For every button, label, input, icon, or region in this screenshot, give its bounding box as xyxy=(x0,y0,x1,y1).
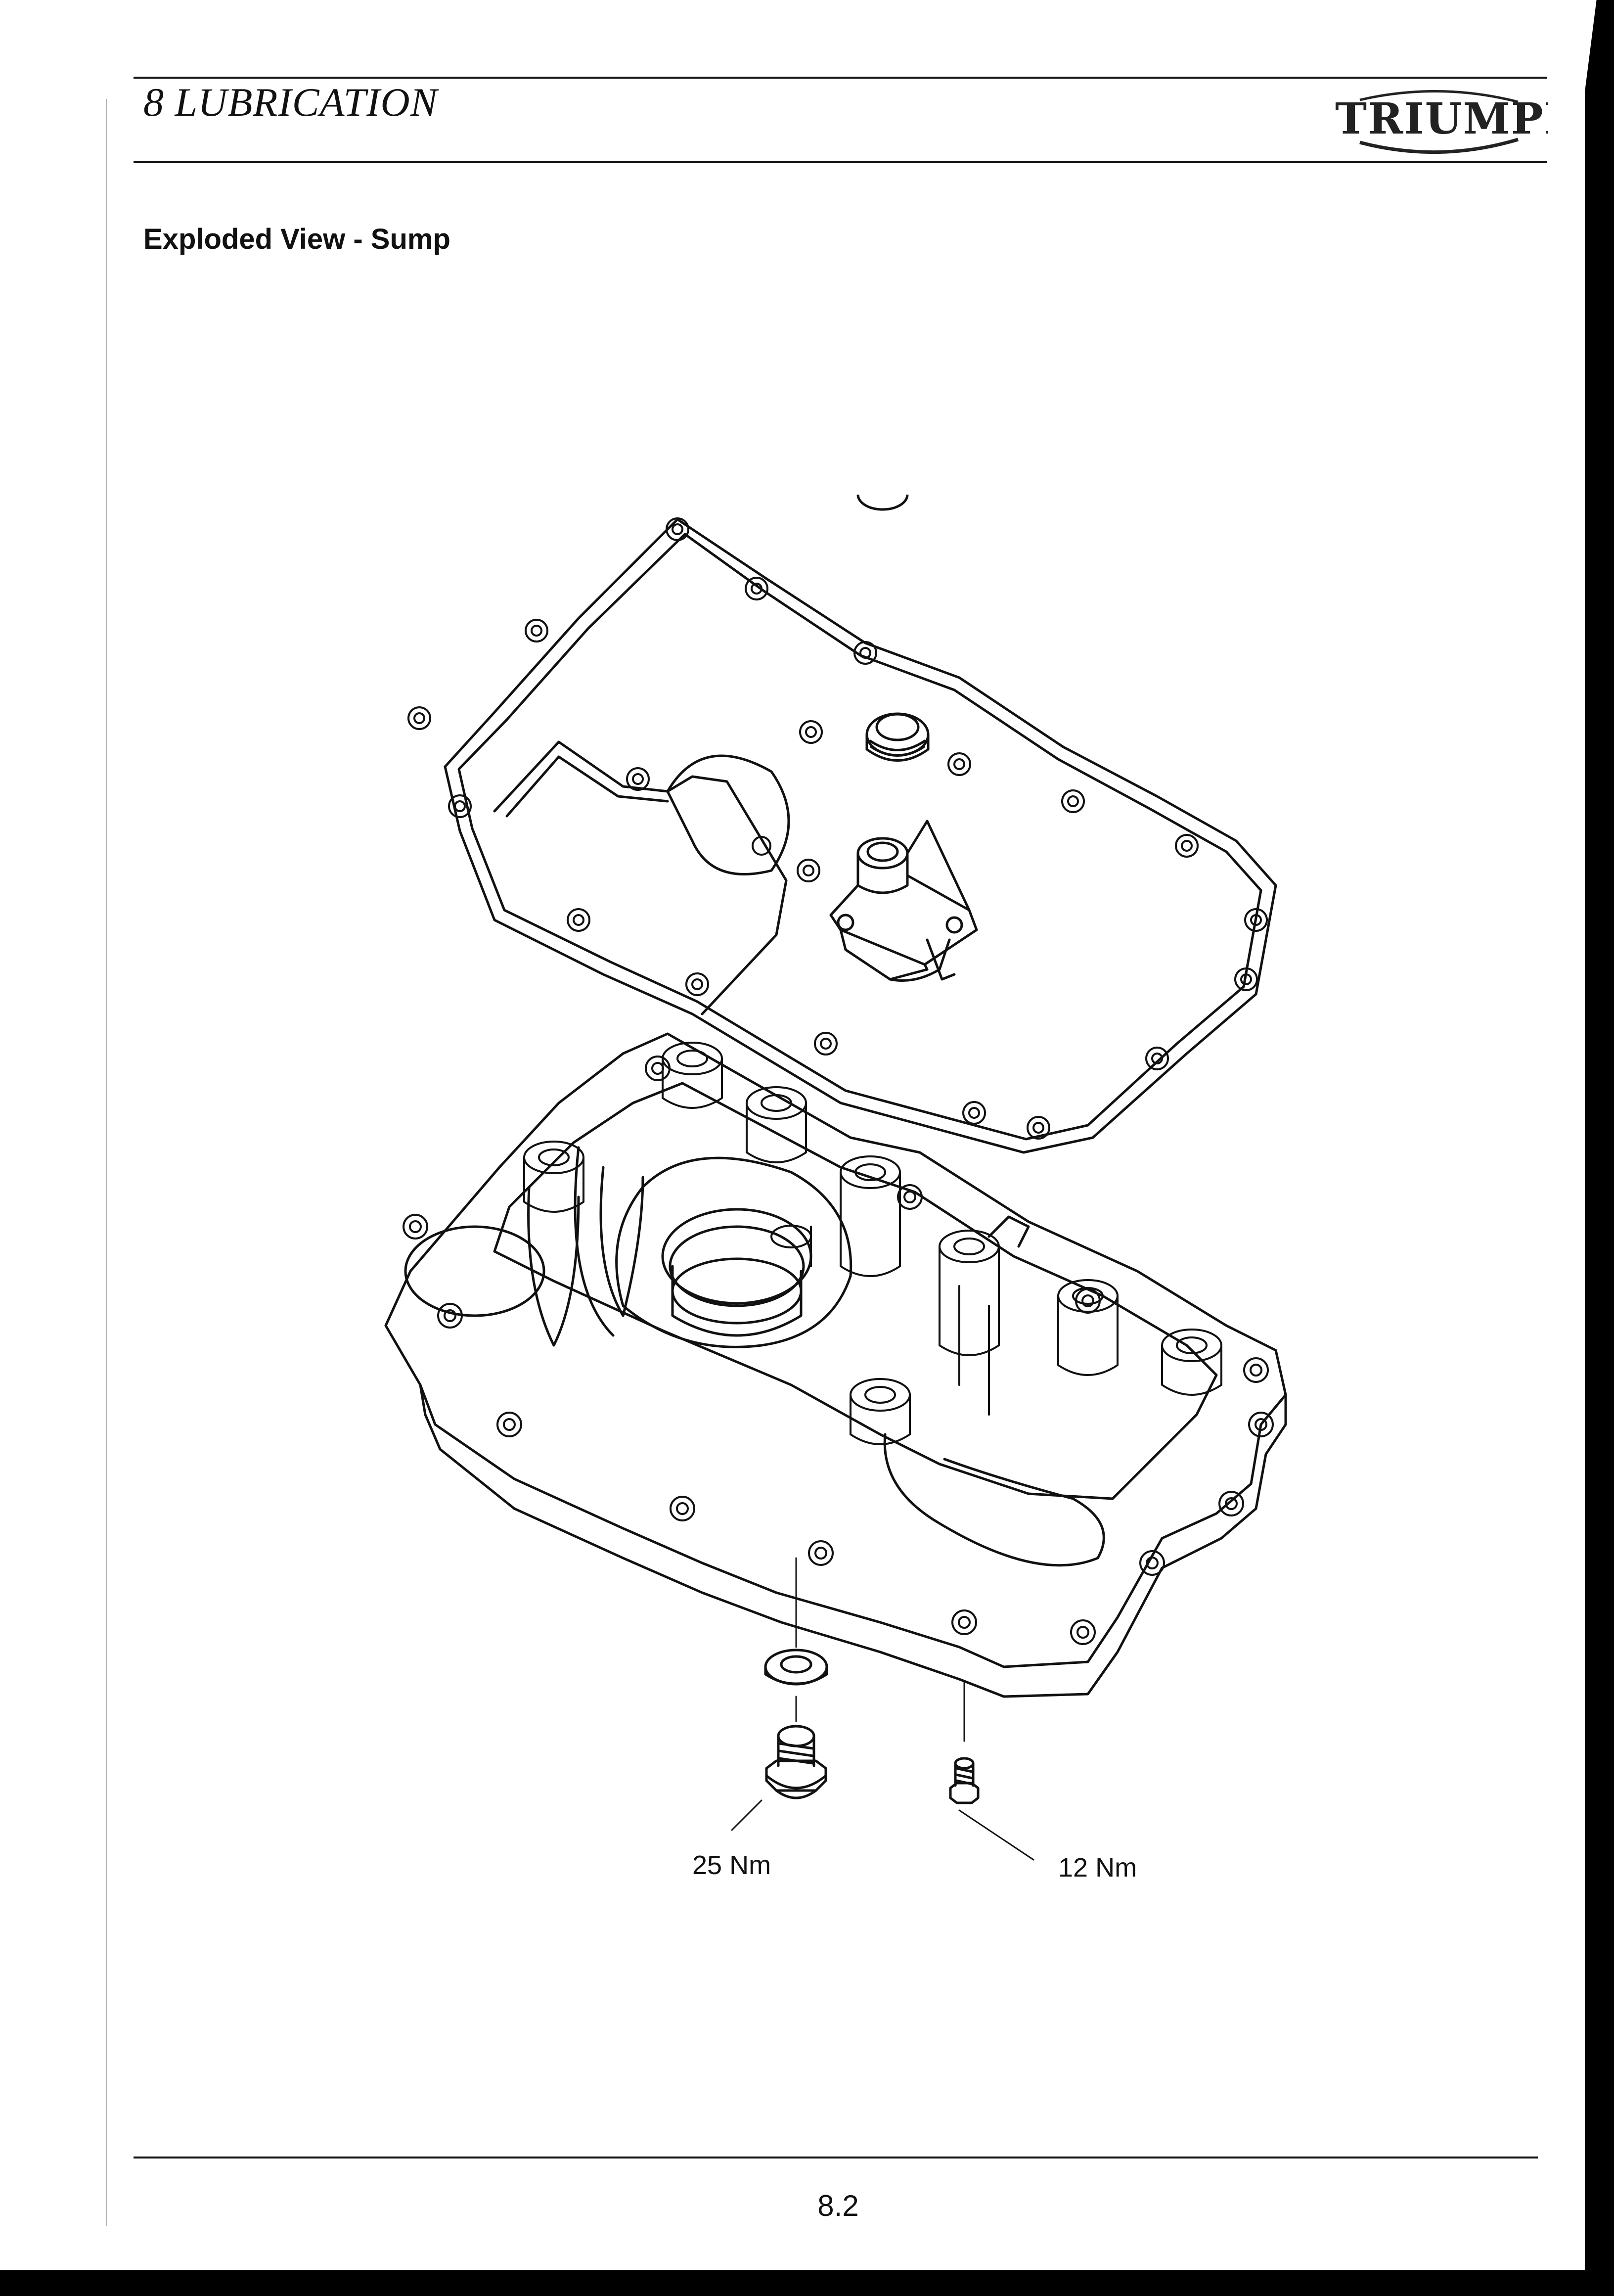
sealing-washer xyxy=(764,1649,828,1686)
page-number: 8.2 xyxy=(817,2189,859,2222)
sump-bolt xyxy=(949,1757,980,1804)
scan-shadow-right xyxy=(1585,0,1614,2296)
scan-shadow-left xyxy=(106,99,107,2226)
torque-label-sump-bolt: 12 Nm xyxy=(1058,1853,1137,1883)
torque-label-drain-plug: 25 Nm xyxy=(692,1850,771,1880)
oil-strainer xyxy=(829,495,978,982)
sump-exploded-diagram xyxy=(384,495,1287,1861)
svg-text:TRIUMPH: TRIUMPH xyxy=(1335,94,1548,144)
triumph-logo: TRIUMPH xyxy=(1335,90,1548,154)
header-rule-bottom xyxy=(134,161,1547,163)
header-rule-top xyxy=(134,77,1547,79)
scan-shadow-bottom xyxy=(0,2270,1614,2296)
footer-rule xyxy=(134,2157,1538,2158)
leader-lines xyxy=(731,1557,1034,1861)
sump-gasket xyxy=(407,517,1277,1154)
chapter-title: 8 LUBRICATION xyxy=(143,80,438,125)
strainer-seal xyxy=(865,712,930,762)
sump xyxy=(384,1032,1287,1698)
drain-plug xyxy=(765,1725,827,1799)
section-heading: Exploded View - Sump xyxy=(143,223,450,255)
